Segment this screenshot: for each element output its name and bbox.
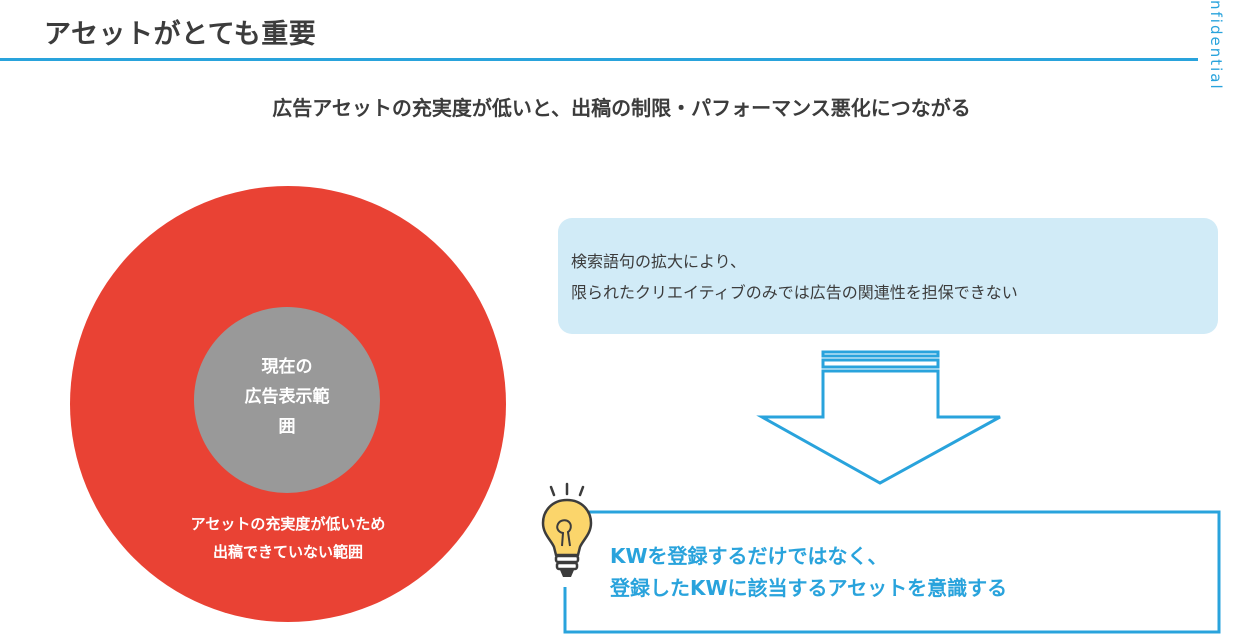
page-title: アセットがとても重要	[44, 19, 317, 50]
lightbulb-icon	[541, 482, 593, 577]
info-box: 検索語句の拡大により、 限られたクリエイティブのみでは広告の関連性を担保できない	[558, 218, 1218, 334]
slide-subtitle: 広告アセットの充実度が低いと、出稿の制限・パフォーマンス悪化につながる	[272, 96, 971, 120]
current-ad-range-label: 現在の 広告表示範 囲	[244, 357, 330, 437]
conclusion-text: KWを登録するだけではなく、 登録したKWに該当するアセットを意識する	[610, 544, 1008, 600]
confidential-watermark: nfidential	[1207, 0, 1225, 91]
title-divider	[0, 58, 1198, 61]
unserved-range-label: アセットの充実度が低いため 出稿できていない範囲	[190, 515, 386, 561]
down-arrow-icon	[756, 350, 1001, 485]
conclusion-frame	[563, 510, 1221, 634]
inner-range-circle	[194, 307, 380, 493]
